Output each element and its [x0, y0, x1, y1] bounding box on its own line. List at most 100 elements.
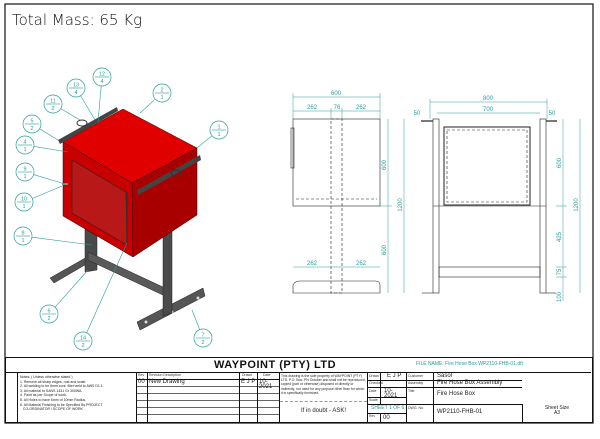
customer-value: Sasol [437, 373, 453, 379]
margin-cell [6, 373, 18, 423]
dim-front-rail: 75 [557, 268, 563, 275]
front-view [421, 118, 557, 294]
leader-line [31, 236, 93, 246]
drawn-label: Drawn [369, 374, 380, 378]
lifting-eye [170, 169, 182, 177]
dwg-label: DWG. No. [408, 406, 424, 410]
dimension-lines [292, 93, 581, 301]
file-name: FILE NAME: Fire Hose Box WP2110-FHB-01.d… [416, 361, 523, 367]
balloon-item-14: 142 [73, 242, 128, 351]
company-name: WAYPOINT (PTY) LTD [214, 359, 337, 371]
balloon-item-1: 11 [196, 120, 229, 149]
leader-line [54, 269, 89, 308]
balloon-item: 7 [201, 333, 204, 339]
dim-side-left: 262 [307, 105, 318, 111]
balloon-qty: 2 [201, 340, 204, 346]
title-block: WAYPOINT (PTY) LTD FILE NAME: Fire Hose … [5, 357, 593, 423]
dim-base-right: 262 [356, 261, 367, 267]
note-line: 2. All welding to be 6mm cont. fillet we… [20, 384, 104, 389]
top-bracket-left [58, 107, 118, 144]
leader-line [191, 309, 200, 330]
sheet-size-value: A3 [553, 410, 561, 417]
note-line: 4. Paint as per Scope of work. [20, 393, 67, 398]
lifting-eye [76, 119, 88, 127]
assembly-value: Fire Hose Box Assembly [437, 380, 503, 386]
balloon-item: 6 [47, 309, 50, 315]
revision-rev: 00 [138, 379, 145, 385]
title-label: Title [408, 389, 415, 393]
leader-line [32, 185, 63, 199]
leader-line [139, 98, 156, 114]
balloon-qty: 2 [47, 316, 50, 322]
leader-line [97, 85, 102, 123]
balloon-item: 2 [160, 88, 163, 94]
balloon-qty: 4 [100, 79, 103, 85]
leader-line [39, 128, 59, 141]
balloon-item: 13 [73, 83, 79, 89]
dim-side-total-height: 1200 [398, 198, 404, 212]
top-bracket-right [137, 155, 201, 195]
dim-front-foot: 100 [557, 291, 563, 302]
balloon-item-7: 72 [191, 309, 213, 348]
note-line: CO-ORDINATOR / SCOPE OF WORK [20, 407, 83, 412]
balloon-item-9: 91 [15, 162, 66, 185]
drawn-value: E J P [387, 373, 402, 379]
side-view [290, 118, 381, 294]
balloon-item-12: 124 [92, 67, 112, 123]
dimension-labels: 600 262 76 262 262 262 600 600 1200 800 … [307, 91, 580, 302]
desc-header: Revision Description [149, 373, 181, 377]
balloon-item-6: 62 [39, 269, 89, 324]
balloon-qty: 2 [51, 106, 54, 112]
date-label: Date [369, 389, 377, 393]
assembly-label: Assembly [408, 381, 424, 385]
sheet-size-cell: Sheet Size A3 [522, 404, 591, 423]
warning-text: If in doubt - ASK! [280, 401, 367, 423]
balloon-qty: 4 [74, 90, 77, 96]
balloon-qty: 1 [23, 147, 26, 153]
dim-base-left: 262 [307, 261, 318, 267]
note-line: Notes: ( Unless otherwise stated ) [20, 375, 73, 379]
revision-date: 10-2021 [259, 379, 273, 391]
dim-side-width: 600 [331, 91, 342, 97]
dim-front-leg-gap: 425 [557, 231, 563, 242]
rev-value: 00 [383, 415, 390, 421]
customer-label: Customer [408, 374, 424, 378]
leader-line [196, 135, 213, 149]
balloon-item: 14 [80, 336, 86, 342]
balloon-item-10: 101 [14, 185, 63, 212]
copyright-notice: This drawing is the sole property of WAY… [281, 374, 366, 395]
balloon-qty: 1 [22, 204, 25, 210]
balloon-item: 1 [217, 125, 220, 131]
dim-front-inner: 700 [483, 107, 494, 113]
balloon-item-13: 134 [66, 78, 96, 121]
rev-label: Rev [369, 414, 376, 418]
balloon-item: 12 [99, 72, 105, 78]
dim-side-box-height: 600 [382, 159, 388, 170]
dim-front-left-flange: 50 [414, 111, 421, 117]
leader-line [80, 95, 96, 121]
balloon-qty: 2 [30, 126, 33, 132]
dim-side-right: 262 [356, 105, 367, 111]
balloon-qty: 1 [23, 174, 26, 180]
sheet-border [4, 3, 594, 424]
dim-front-total-height: 1200 [574, 198, 580, 212]
rev-header: Rev [138, 373, 145, 377]
dim-front-width: 800 [483, 96, 494, 102]
balloon-item: 4 [23, 140, 26, 146]
balloon-item-11: 112 [43, 94, 81, 121]
dim-side-stand-height: 600 [382, 244, 388, 255]
date-value: 10-2021 [384, 388, 398, 400]
balloon-item: 5 [30, 119, 33, 125]
title-header-row: WAYPOINT (PTY) LTD FILE NAME: Fire Hose … [6, 358, 591, 373]
balloon-qty: 2 [81, 343, 84, 349]
balloon-qty: 1 [160, 95, 163, 101]
title-value: Fire Hose Box [437, 391, 476, 397]
scale-label: Scale [369, 398, 378, 402]
balloon-item-5: 52 [22, 114, 59, 141]
leader-line [33, 146, 69, 153]
balloon-item: 11 [50, 99, 56, 105]
dwg-value: WP2110-FHB-01 [437, 409, 483, 415]
